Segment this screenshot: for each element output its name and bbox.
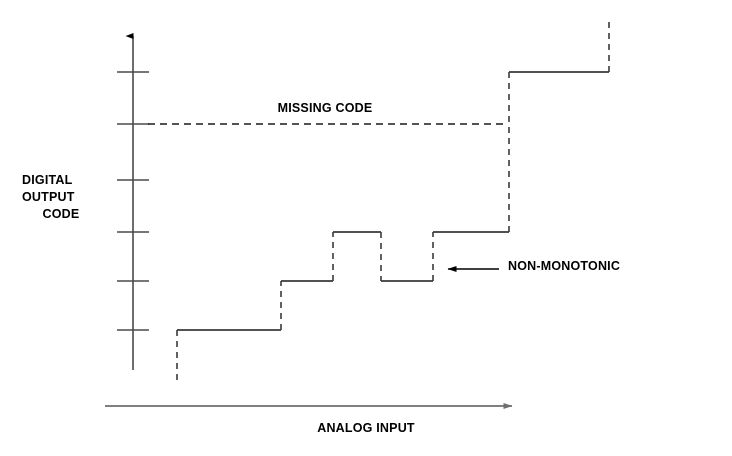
- x-axis-title: ANALOG INPUT: [317, 421, 415, 435]
- y-axis: [117, 33, 149, 370]
- y-axis-title: DIGITAL OUTPUT CODE: [22, 172, 100, 223]
- missing-code-annotation-label: MISSING CODE: [277, 101, 373, 115]
- y-axis-ticks: [117, 71, 149, 331]
- non-monotonic-annotation-label: NON-MONOTONIC: [508, 259, 621, 273]
- y-axis-title-line-1: DIGITAL: [22, 173, 73, 187]
- staircase-risers: [176, 20, 610, 381]
- y-axis-title-line-3: CODE: [42, 207, 80, 221]
- y-axis-title-line-2: OUTPUT: [22, 190, 75, 204]
- staircase-plateaus: [177, 71, 609, 331]
